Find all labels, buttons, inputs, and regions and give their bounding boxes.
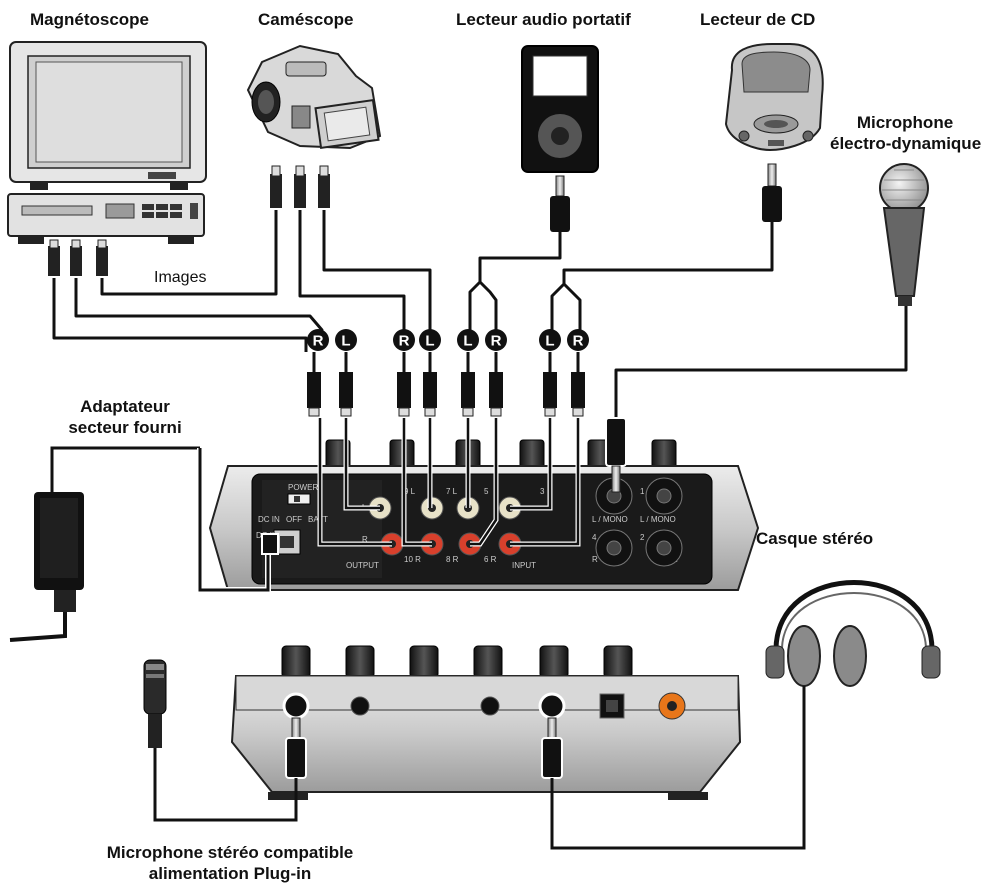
svg-text:5: 5 [484,487,489,496]
portable-player-label: Lecteur audio portatif [456,10,631,29]
svg-text:2: 2 [640,533,645,542]
svg-text:4: 4 [592,533,597,542]
svg-text:DC IN: DC IN [258,515,280,524]
rl-badges: R L R L L R L R [307,329,589,351]
vcr-plugs [48,239,108,276]
cd-player-label: Lecteur de CD [700,10,816,29]
badge-l: L [457,329,479,351]
badge-l: L [539,329,561,351]
stereo-mic-device [143,659,298,822]
badge-r: R [307,329,329,351]
camcorder-device [246,44,382,150]
mixer-front-panel [230,645,742,800]
svg-text:R: R [491,333,502,350]
ac-adapter-label-line2: secteur fourni [68,418,182,437]
svg-text:L: L [463,333,472,350]
stereo-mic-label-line1: Microphone stéréo compatible [106,843,354,862]
badge-stubs [312,352,580,372]
svg-text:9 L: 9 L [404,487,416,496]
ac-adapter-label: Adaptateur secteur fourni [40,396,210,438]
vcr-label: Magnétoscope [30,10,150,29]
badge-l: L [419,329,441,351]
badge-r: R [485,329,507,351]
headphones-device [550,580,941,850]
camcorder-plugs [270,165,330,208]
stereo-mic-label: Microphone stéréo compatible alimentatio… [60,842,400,884]
svg-text:L: L [425,333,434,350]
svg-text:R: R [399,333,410,350]
top-cables [52,210,908,420]
svg-text:R: R [592,555,598,564]
dyn-mic-label: Microphone électro-dynamique [830,112,982,154]
svg-text:1: 1 [640,487,645,496]
svg-text:6 R: 6 R [484,555,497,564]
mixer-rear-panel: POWER DC IN OFF BATT DC IN OUTPUT INPUT … [208,439,760,591]
svg-text:R: R [362,535,368,544]
svg-text:OFF: OFF [286,515,302,524]
badge-r: R [567,329,589,351]
svg-text:OUTPUT: OUTPUT [346,561,379,570]
vcr-device [7,41,207,244]
front-headphone-plug [541,717,563,779]
dyn-mic-label-line2: électro-dynamique [830,134,982,153]
dynamic-mic-device [879,163,929,306]
panel-routing-core [318,418,580,546]
svg-text:R: R [313,333,324,350]
svg-text:R: R [573,333,584,350]
svg-text:8 R: 8 R [446,555,459,564]
ac-adapter-label-line1: Adaptateur [80,397,170,416]
headphones-label: Casque stéréo [756,529,874,548]
svg-text:3: 3 [540,487,545,496]
badge-r: R [393,329,415,351]
rca-plugs-row [307,372,585,417]
svg-text:10 R: 10 R [404,555,421,564]
cd-plug [762,163,782,222]
svg-text:POWER: POWER [288,483,318,492]
badge-l: L [335,329,357,351]
cd-player-device [724,43,824,152]
svg-text:L / MONO: L / MONO [640,515,676,524]
portable-player-device [521,45,599,173]
stereo-mic-label-line2: alimentation Plug-in [148,864,312,883]
player-plug [550,175,570,232]
svg-text:L / MONO: L / MONO [592,515,628,524]
images-label: Images [154,269,207,286]
dyn-mic-label-line1: Microphone [856,113,954,132]
svg-text:7 L: 7 L [446,487,458,496]
dyn-mic-plug [605,417,627,493]
svg-text:L: L [341,333,350,350]
svg-text:INPUT: INPUT [512,561,536,570]
camcorder-label: Caméscope [258,10,354,29]
ac-adapter-device [9,446,279,642]
svg-text:L: L [545,333,554,350]
